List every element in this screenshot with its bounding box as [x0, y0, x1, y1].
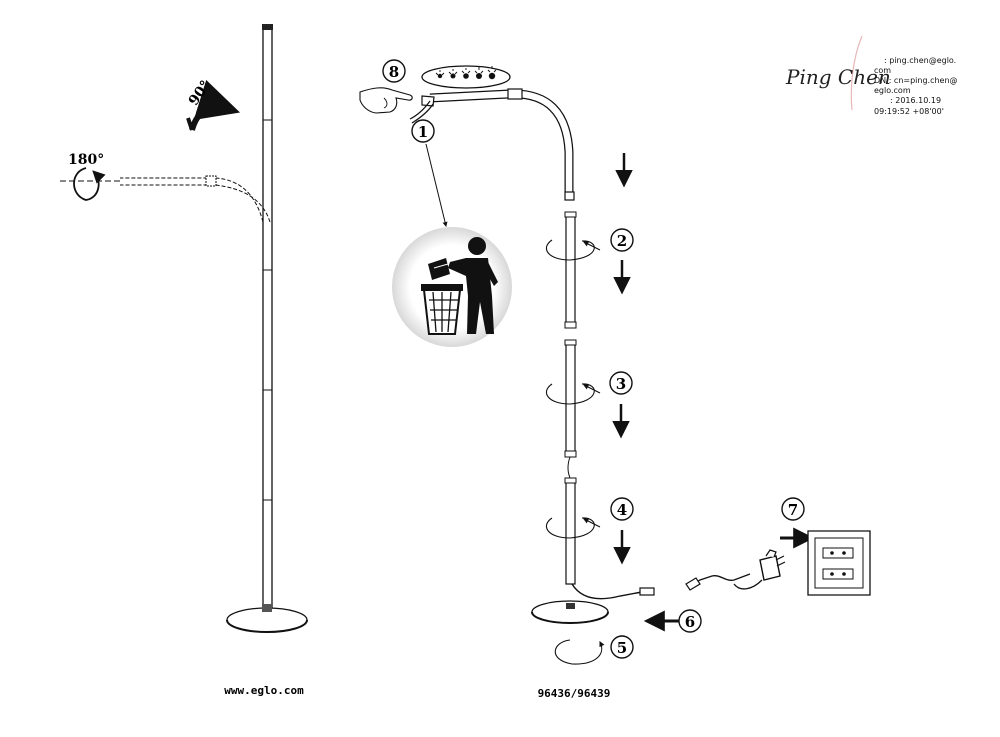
step-badge-2: 2: [610, 228, 634, 252]
step-badge-4: 4: [610, 497, 634, 521]
website-label: www.eglo.com: [224, 684, 304, 697]
svg-text:2: 2: [617, 232, 627, 250]
signature-line-5: : 2016.10.19: [890, 96, 941, 105]
step-badge-1: 1: [411, 119, 435, 143]
wall-socket-icon: [807, 530, 871, 596]
digital-signature: Ping Chen : ping.chen@eglo. com DN : cn=…: [785, 35, 958, 116]
signature-handwriting: Ping Chen: [785, 65, 891, 89]
left-lamp-assembled: 180° 90°: [60, 24, 308, 633]
svg-text:3: 3: [616, 375, 626, 393]
svg-text:5: 5: [617, 639, 627, 657]
hand-pointing-icon: [359, 87, 413, 114]
step-badge-5: 5: [610, 635, 634, 659]
svg-text:8: 8: [389, 63, 399, 81]
step-badges: 8 1 2 3 4 5 6 7: [382, 59, 805, 659]
step-badge-8: 8: [382, 59, 406, 83]
svg-text:1: 1: [418, 123, 428, 141]
signature-line-2: com: [874, 66, 891, 75]
power-adapter-icon: [685, 549, 786, 591]
step-badge-7: 7: [781, 497, 805, 521]
rotate-180-indicator: [73, 167, 106, 201]
rotate-arrow-icon: [546, 517, 601, 539]
trash-bin-icon: [392, 227, 512, 347]
model-number: 96436/96439: [538, 687, 611, 700]
step-badge-6: 6: [678, 609, 702, 633]
step-badge-3: 3: [609, 371, 633, 395]
rotate-angle-label: 180°: [68, 152, 104, 168]
svg-text:6: 6: [685, 613, 695, 631]
touch-dimmer-icon: [421, 65, 511, 89]
rotate-arrow-icon: [546, 239, 601, 261]
tilt-90-indicator: [186, 79, 241, 131]
rotate-arrow-icon: [554, 639, 605, 665]
signature-line-6: 09:19:52 +08'00': [874, 107, 944, 116]
tilt-angle-label: 90°: [186, 78, 214, 109]
rotate-arrow-icon: [546, 383, 601, 405]
signature-line-1: : ping.chen@eglo.: [884, 56, 956, 65]
svg-text:7: 7: [788, 501, 798, 519]
signature-line-3: DN : cn=ping.chen@: [874, 76, 958, 85]
svg-text:4: 4: [617, 501, 627, 519]
right-lamp-exploded: [409, 88, 684, 665]
signature-line-4: eglo.com: [874, 86, 911, 95]
